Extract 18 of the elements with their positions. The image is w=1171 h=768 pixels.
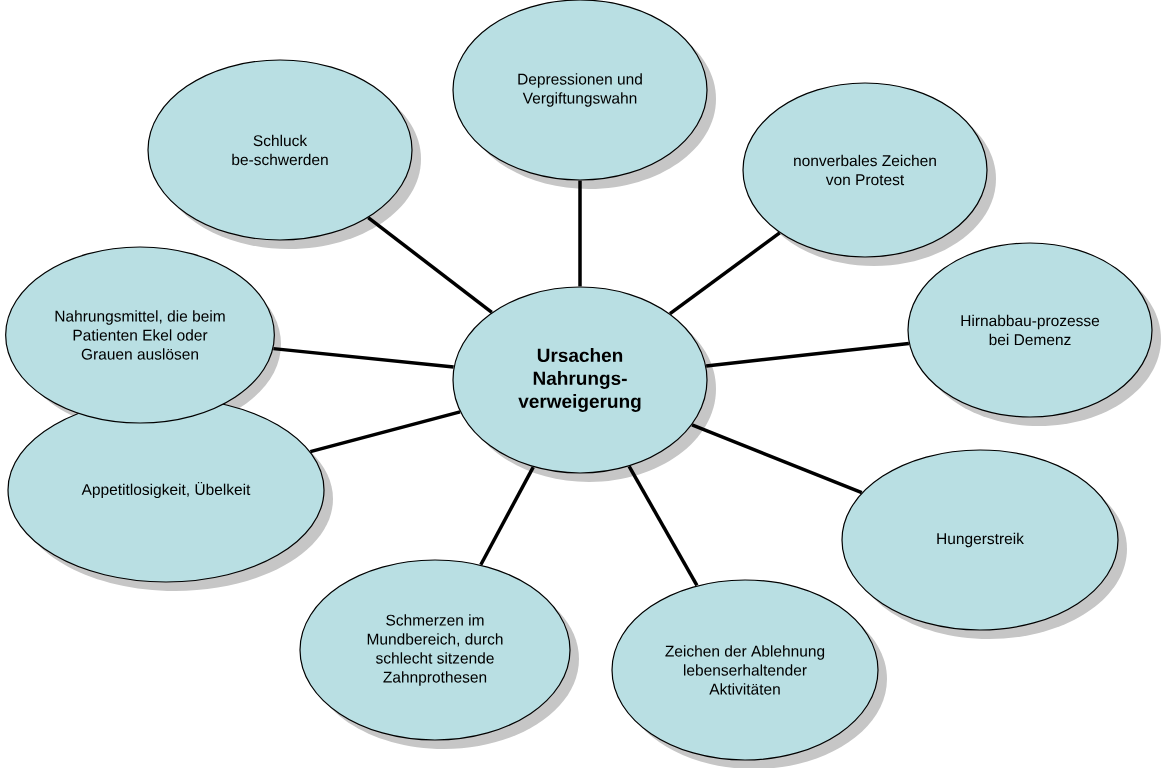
ellipse-node: Appetitlosigkeit, Übelkeit	[7, 397, 325, 583]
ellipse-node: Ursachen Nahrungs-verweigerung	[452, 286, 708, 474]
connector-line	[669, 231, 781, 316]
connector-line	[691, 423, 863, 495]
connector-line	[309, 410, 461, 454]
ellipse-node: Nahrungsmittel, die beim Patienten Ekel oder Grauen auslösen	[5, 246, 275, 424]
connector-line	[578, 180, 582, 287]
connector-line	[273, 346, 454, 369]
ellipse-node: Zeichen der Ablehnung lebenserhaltender Aktivitäten	[611, 579, 879, 761]
connector-line	[705, 341, 910, 368]
connector-line	[627, 465, 699, 587]
ellipse-node: nonverbales Zeichen von Protest	[742, 82, 988, 258]
ellipse-node: Schmerzen im Mundbereich, durch schlecht sitzende Zahnprothesen	[299, 559, 571, 741]
ellipse-node: Schluck be-schwerden	[147, 59, 413, 241]
connector-line	[367, 216, 493, 314]
connector-line	[479, 466, 535, 566]
ellipse-node: Hungerstreik	[841, 449, 1119, 631]
ellipse-node: Hirnabbau-prozesse bei Demenz	[907, 242, 1153, 418]
